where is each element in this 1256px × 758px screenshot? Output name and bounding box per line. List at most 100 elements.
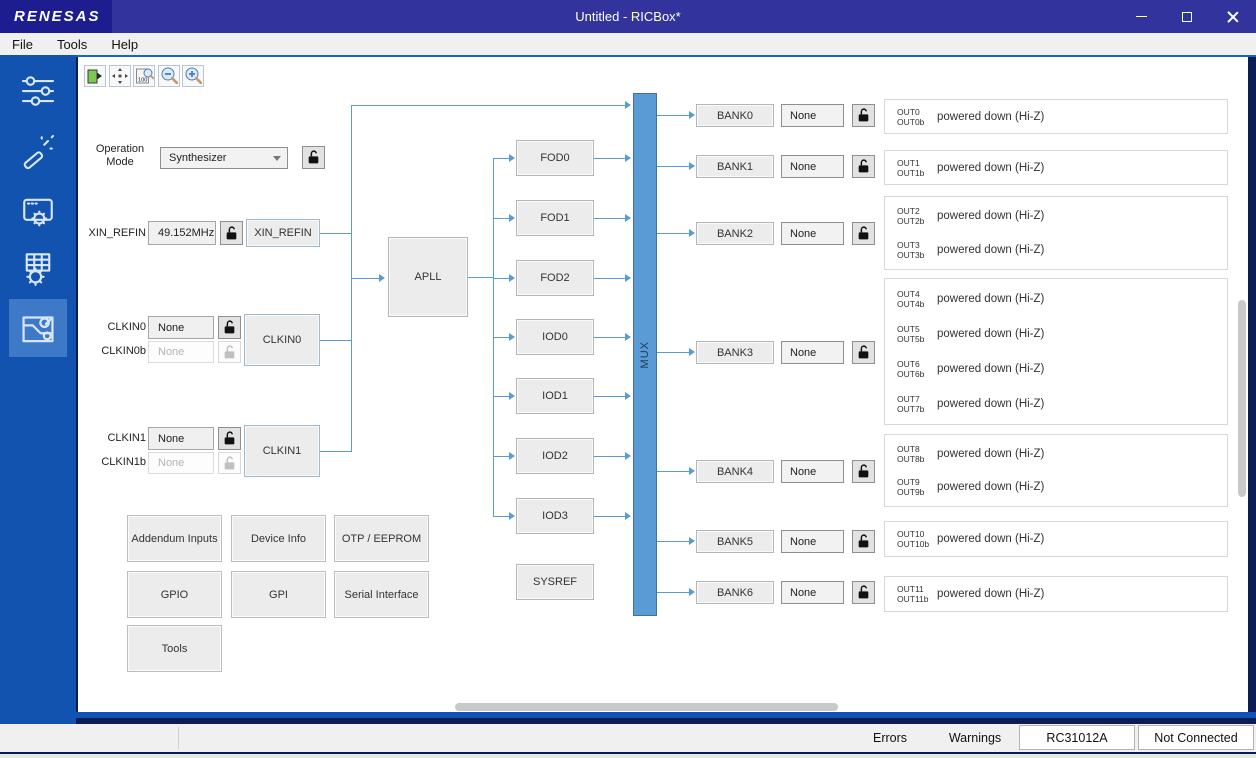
bank5-select[interactable]: None (781, 530, 844, 553)
iod0-block[interactable]: IOD0 (516, 319, 594, 355)
fod2-block[interactable]: FOD2 (516, 260, 594, 296)
iod3-label: IOD3 (542, 510, 568, 522)
close-icon (1227, 11, 1239, 23)
maximize-button[interactable] (1164, 0, 1210, 33)
device-info-button[interactable]: Device Info (231, 515, 326, 562)
connection-status[interactable]: Not Connected (1138, 725, 1254, 750)
bank3-wire (657, 352, 689, 353)
serial-interface-button[interactable]: Serial Interface (334, 571, 429, 618)
device-part-number[interactable]: RC31012A (1019, 725, 1135, 750)
menu-tools[interactable]: Tools (56, 36, 88, 52)
renesas-logo: RENESAS (0, 0, 112, 33)
operation-mode-select[interactable]: Synthesizer (160, 147, 288, 169)
bank4-block[interactable]: BANK4 (696, 460, 774, 483)
sidebar-item-block-diagram[interactable] (9, 299, 67, 357)
bank6-lock-button[interactable] (852, 581, 875, 604)
fit-view-button[interactable] (109, 65, 131, 87)
errors-status[interactable]: Errors (872, 731, 908, 745)
iod3-block[interactable]: IOD3 (516, 498, 594, 534)
tools-button[interactable]: Tools (127, 625, 222, 672)
horizontal-scrollbar[interactable] (455, 703, 838, 711)
bank2-block[interactable]: BANK2 (696, 222, 774, 245)
xin-refin-input[interactable]: 49.152MHz (148, 221, 216, 245)
clkin1b-lock-button (218, 452, 241, 474)
xin-refin-lock-button[interactable] (220, 221, 243, 245)
xin-refin-block-label: XIN_REFIN (254, 227, 312, 239)
bank3-block[interactable]: BANK3 (696, 341, 774, 364)
zoom-100-button[interactable]: 100 (133, 65, 155, 87)
fod0-in-wire (493, 158, 509, 159)
clkin1-input[interactable]: None (148, 427, 214, 450)
bank2-label: BANK2 (716, 227, 754, 240)
warnings-status[interactable]: Warnings (948, 731, 1002, 745)
otp-eeprom-button[interactable]: OTP / EEPROM (334, 515, 429, 562)
bank1-lock-button[interactable] (852, 155, 875, 178)
fod0-block[interactable]: FOD0 (516, 140, 594, 176)
iod1-block[interactable]: IOD1 (516, 378, 594, 414)
import-device-button[interactable] (84, 65, 106, 87)
sidebar-item-wizard[interactable] (9, 122, 67, 180)
zoom-in-button[interactable] (182, 65, 204, 87)
addendum-inputs-button[interactable]: Addendum Inputs (127, 515, 222, 562)
bank3-lock-button[interactable] (852, 341, 875, 364)
bank1-label: BANK1 (716, 160, 754, 173)
operation-mode-lock-button[interactable] (302, 146, 325, 169)
clkin0-input[interactable]: None (148, 316, 214, 339)
menu-file[interactable]: File (12, 36, 33, 52)
bank5-block[interactable]: BANK5 (696, 530, 774, 553)
bank0-block[interactable]: BANK0 (696, 104, 774, 127)
bank0-select[interactable]: None (781, 104, 844, 127)
gpi-label: GPI (269, 588, 288, 601)
bank6-select[interactable]: None (781, 581, 844, 604)
bank4-lock-button[interactable] (852, 460, 875, 483)
minimize-button[interactable] (1118, 0, 1164, 33)
unlock-icon (224, 320, 235, 334)
menu-help[interactable]: Help (111, 36, 139, 52)
bank1-block[interactable]: BANK1 (696, 155, 774, 178)
clkin1-block[interactable]: CLKIN1 (244, 425, 320, 477)
bank1-select[interactable]: None (781, 155, 844, 178)
bank5-lock-button[interactable] (852, 530, 875, 553)
bank3-select[interactable]: None (781, 341, 844, 364)
xin-refin-block[interactable]: XIN_REFIN (246, 219, 320, 247)
close-button[interactable] (1210, 0, 1256, 33)
bank2-select[interactable]: None (781, 222, 844, 245)
clkin0-block[interactable]: CLKIN0 (244, 314, 320, 366)
bank4-select[interactable]: None (781, 460, 844, 483)
fod1-block[interactable]: FOD1 (516, 200, 594, 236)
bank2-lock-button[interactable] (852, 222, 875, 245)
zoom-out-button[interactable] (158, 65, 180, 87)
gpio-button[interactable]: GPIO (127, 571, 222, 618)
sidebar-item-register-map[interactable] (9, 239, 67, 297)
sysref-block[interactable]: SYSREF (516, 564, 594, 600)
bank5-value: None (790, 535, 817, 548)
gpi-button[interactable]: GPI (231, 571, 326, 618)
xin-wire (320, 233, 351, 234)
apll-block[interactable]: APLL (388, 237, 468, 317)
fod1-in-wire (493, 218, 509, 219)
serial-interface-label: Serial Interface (344, 588, 419, 601)
bank6-block[interactable]: BANK6 (696, 581, 774, 604)
bank0-lock-button[interactable] (852, 104, 875, 127)
vertical-scrollbar[interactable] (1238, 300, 1246, 497)
iod2-block[interactable]: IOD2 (516, 438, 594, 474)
mux-block[interactable]: MUX (633, 93, 657, 616)
fod1-out-wire (594, 218, 625, 219)
sidebar-item-device-window[interactable] (9, 182, 67, 240)
window-title: Untitled - RICBox* (575, 9, 681, 24)
clkin1-lock-button[interactable] (218, 427, 241, 450)
fod2-in-arrow (509, 274, 519, 282)
clkin0-lock-button[interactable] (218, 316, 241, 339)
minimize-icon (1135, 16, 1147, 17)
sidebar-item-settings[interactable] (9, 62, 67, 120)
